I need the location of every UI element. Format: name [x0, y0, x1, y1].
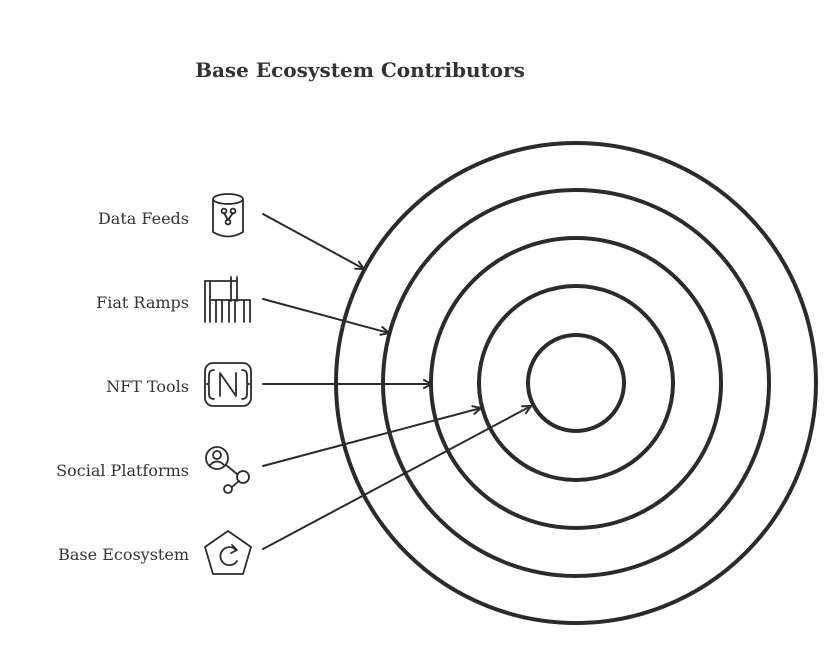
bridge-icon — [204, 276, 251, 323]
refresh-pentagon-icon — [204, 530, 252, 575]
ring-second — [381, 188, 771, 578]
social-network-icon — [205, 446, 250, 494]
diagram-title: Base Ecosystem Contributors — [195, 58, 525, 82]
arrow-fiat-ramps — [262, 298, 389, 333]
arrow-data-feeds — [262, 213, 364, 269]
arrow-social-platforms — [262, 408, 481, 467]
database-icon — [212, 193, 244, 238]
ring-fourth — [477, 284, 675, 482]
target-rings — [334, 141, 818, 625]
arrow-base-ecosystem — [262, 406, 531, 550]
ring-third — [429, 236, 723, 530]
arrows — [262, 213, 531, 550]
label-fiat-ramps: Fiat Ramps — [96, 293, 189, 312]
contributor-labels: Data Feeds Fiat Ramps NFT Tools Social P… — [56, 209, 189, 564]
nft-icon — [204, 362, 252, 407]
label-base-ecosystem: Base Ecosystem — [58, 545, 189, 564]
label-nft-tools: NFT Tools — [106, 377, 189, 396]
label-data-feeds: Data Feeds — [98, 209, 189, 228]
label-social-platforms: Social Platforms — [56, 461, 189, 480]
ring-center — [526, 333, 626, 433]
